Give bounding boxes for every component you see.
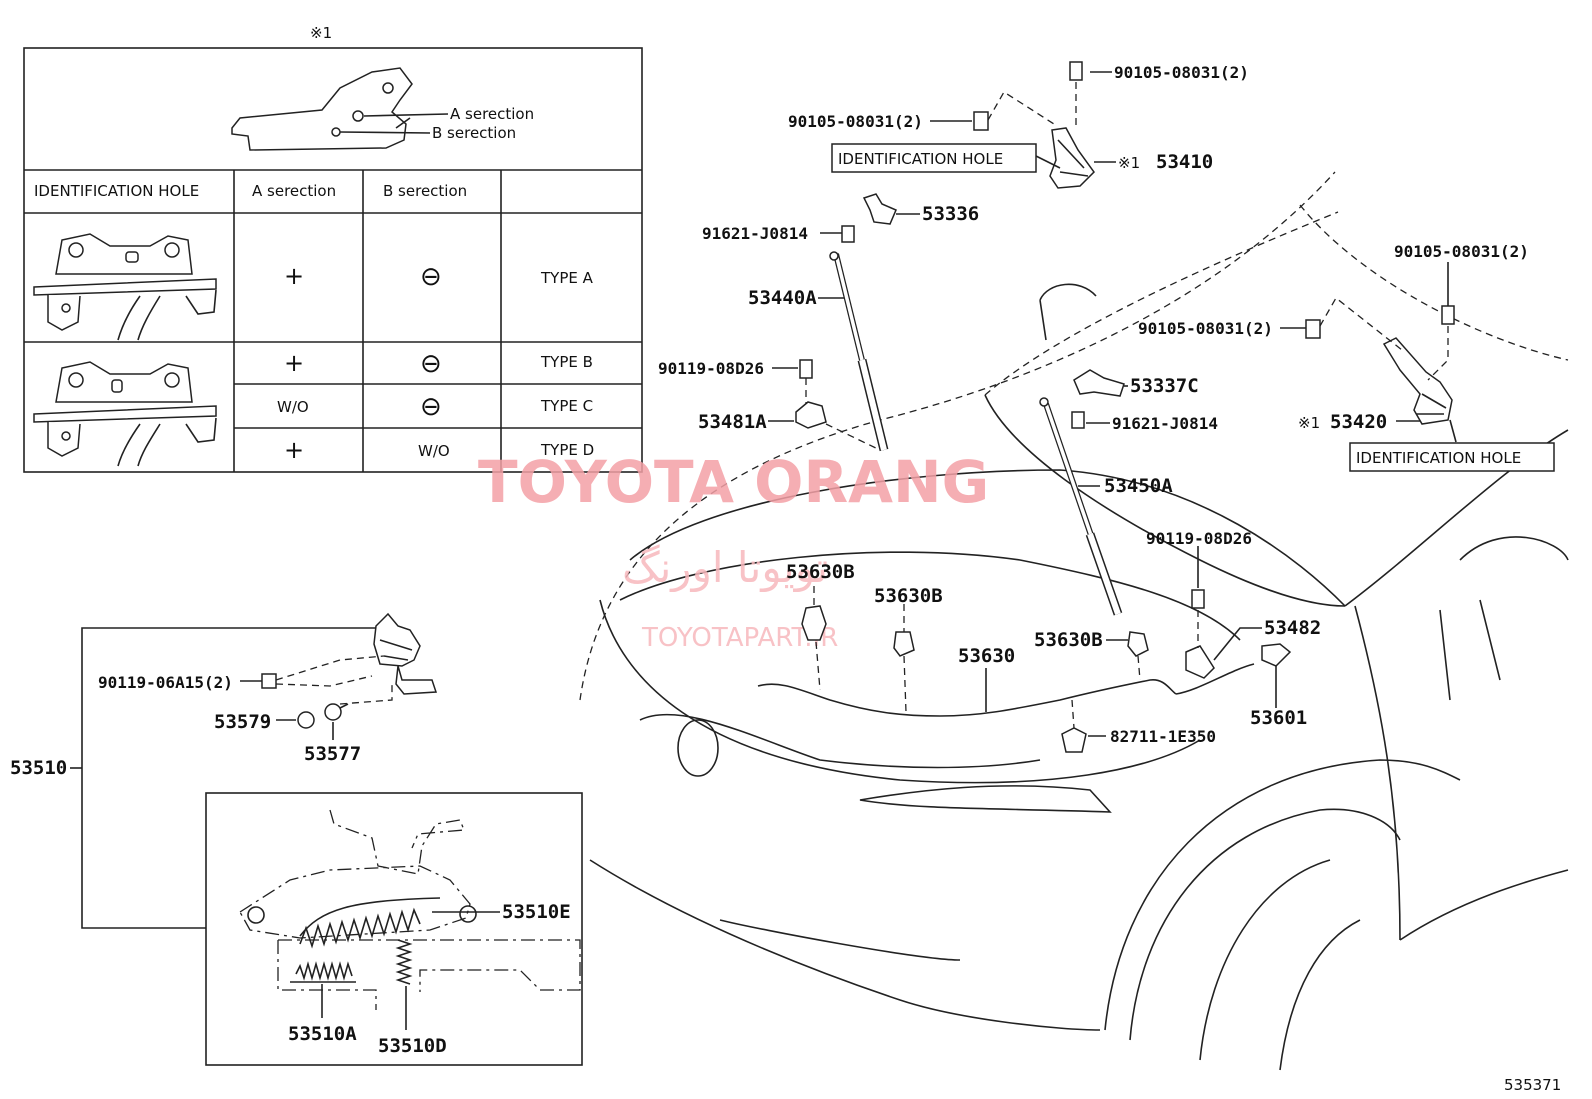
bolt-91621-j0814 xyxy=(841,225,855,243)
bolt-90119-06a15 xyxy=(261,673,277,689)
hood-lock-control-cable-53630 xyxy=(757,586,1292,753)
label-90105-08031-left: 90105-08031(2) xyxy=(788,112,923,131)
clip-53630b-3 xyxy=(1127,631,1149,657)
hood-lock-body xyxy=(373,612,421,667)
cushion-53579 xyxy=(297,711,315,729)
hood-hinge-53420 xyxy=(1280,262,1457,443)
watermark-brand-fa: تویوتا اورنگ xyxy=(622,543,828,592)
label-90105-08031-rh-top: 90105-08031(2) xyxy=(1394,242,1529,261)
label-91621-j0814-left: 91621-J0814 xyxy=(702,224,808,243)
label-53630b-2: 53630B xyxy=(874,585,943,607)
label-53601: 53601 xyxy=(1250,707,1307,729)
label-90119-08d26-left: 90119-08D26 xyxy=(658,359,764,378)
label-53579: 53579 xyxy=(214,711,271,733)
bolt-90105-rh-left xyxy=(1305,319,1321,339)
hinge-sketch-type-a xyxy=(33,233,217,341)
label-53482: 53482 xyxy=(1264,617,1321,639)
label-53337c: 53337C xyxy=(1130,375,1199,397)
label-53420: 53420 xyxy=(1330,411,1387,433)
legend-mark: ※1 xyxy=(310,24,332,42)
label-53336: 53336 xyxy=(922,203,979,225)
type-b-b-mark: ⊖ xyxy=(420,349,442,379)
label-53450a: 53450A xyxy=(1104,475,1173,497)
bolt-90105-top xyxy=(1069,61,1083,81)
mark-53410: ※1 xyxy=(1118,154,1140,172)
identification-legend-table: ※1 A serection B serection IDENTIFICATIO… xyxy=(23,24,643,473)
fog-lamp-outline xyxy=(677,719,719,777)
type-d-a-mark: + xyxy=(284,436,304,464)
label-90105-08031-rh-left: 90105-08031(2) xyxy=(1138,319,1273,338)
type-a-label: TYPE A xyxy=(540,269,594,287)
label-82711-1e350: 82711-1E350 xyxy=(1110,727,1216,746)
label-53510e: 53510E xyxy=(502,901,571,923)
bracket-53337c xyxy=(1073,369,1125,397)
label-53510: 53510 xyxy=(10,757,67,779)
label-53630b-3: 53630B xyxy=(1034,629,1103,651)
bracket-53482 xyxy=(1185,645,1215,679)
label-id-hole-2: IDENTIFICATION HOLE xyxy=(1356,449,1521,467)
type-a-a-mark: + xyxy=(284,262,304,290)
type-c-a-mark: W/O xyxy=(277,398,309,416)
hood-lock-assy-53510 xyxy=(70,612,438,929)
label-53630: 53630 xyxy=(958,645,1015,667)
id-hole-box-1 xyxy=(831,143,1037,173)
hood-stay-53450a-group xyxy=(1039,369,1262,679)
label-90105-08031-top: 90105-08031(2) xyxy=(1114,63,1249,82)
header-a-serection: A serection xyxy=(252,182,336,200)
hood-hinge-53410 xyxy=(930,61,1116,189)
label-53481a: 53481A xyxy=(698,411,767,433)
car-body-outline xyxy=(579,171,1569,1071)
type-b-a-mark: + xyxy=(284,349,304,377)
label-id-hole-1: IDENTIFICATION HOLE xyxy=(838,150,1003,168)
type-c-label: TYPE C xyxy=(540,397,593,415)
hinge-sketch-type-bcd xyxy=(33,361,217,467)
callout-b-serection: B serection xyxy=(432,124,516,142)
type-d-label: TYPE D xyxy=(540,441,594,459)
label-90119-08d26-right: 90119-08D26 xyxy=(1146,529,1252,548)
clip-82711-1e350 xyxy=(1061,727,1087,753)
cushion-53577 xyxy=(324,703,342,721)
bolt-90105-rh-top xyxy=(1441,305,1455,325)
bolt-90119-08d26-rh xyxy=(1191,589,1205,609)
header-b-serection: B serection xyxy=(383,182,467,200)
label-53440a: 53440A xyxy=(748,287,817,309)
spring-53510d xyxy=(395,939,413,985)
bracket-53481a xyxy=(795,401,827,429)
hood-lock-detail-box xyxy=(205,792,583,1066)
label-53577: 53577 xyxy=(304,743,361,765)
watermark: TOYOTA ORANG تویوتا اورنگ TOYOTAPART.IR xyxy=(478,448,989,653)
switch-53601 xyxy=(1261,643,1292,667)
label-90119-06a15: 90119-06A15(2) xyxy=(98,673,233,692)
type-d-b-mark: W/O xyxy=(418,442,450,460)
hinge-selection-sketch xyxy=(231,67,449,151)
label-53410: 53410 xyxy=(1156,151,1213,173)
label-53630b-1: 53630B xyxy=(786,561,855,583)
spring-53510e xyxy=(299,907,421,949)
type-b-label: TYPE B xyxy=(540,353,593,371)
diagram-number: 535371 xyxy=(1504,1076,1561,1094)
clip-53630b-2 xyxy=(893,631,915,657)
hood-stay-53440a-group xyxy=(768,193,920,452)
watermark-brand: TOYOTA ORANG xyxy=(478,448,989,516)
mark-53420: ※1 xyxy=(1298,414,1320,432)
bolt-90119-08d26 xyxy=(799,359,813,379)
label-91621-j0814-right: 91621-J0814 xyxy=(1112,414,1218,433)
bolt-91621-j0814-rh xyxy=(1071,411,1085,429)
bolt-90105-left xyxy=(973,111,989,131)
label-53510d: 53510D xyxy=(378,1035,447,1057)
type-c-b-mark: ⊖ xyxy=(420,392,442,422)
id-hole-box-2 xyxy=(1349,442,1555,472)
label-53510a: 53510A xyxy=(288,1023,357,1045)
callout-a-serection: A serection xyxy=(450,105,534,123)
bracket-53336 xyxy=(862,193,897,225)
header-identification-hole: IDENTIFICATION HOLE xyxy=(34,182,199,200)
spring-53510a xyxy=(290,961,356,983)
clip-53630b-1 xyxy=(801,605,827,641)
type-a-b-mark: ⊖ xyxy=(420,262,442,292)
